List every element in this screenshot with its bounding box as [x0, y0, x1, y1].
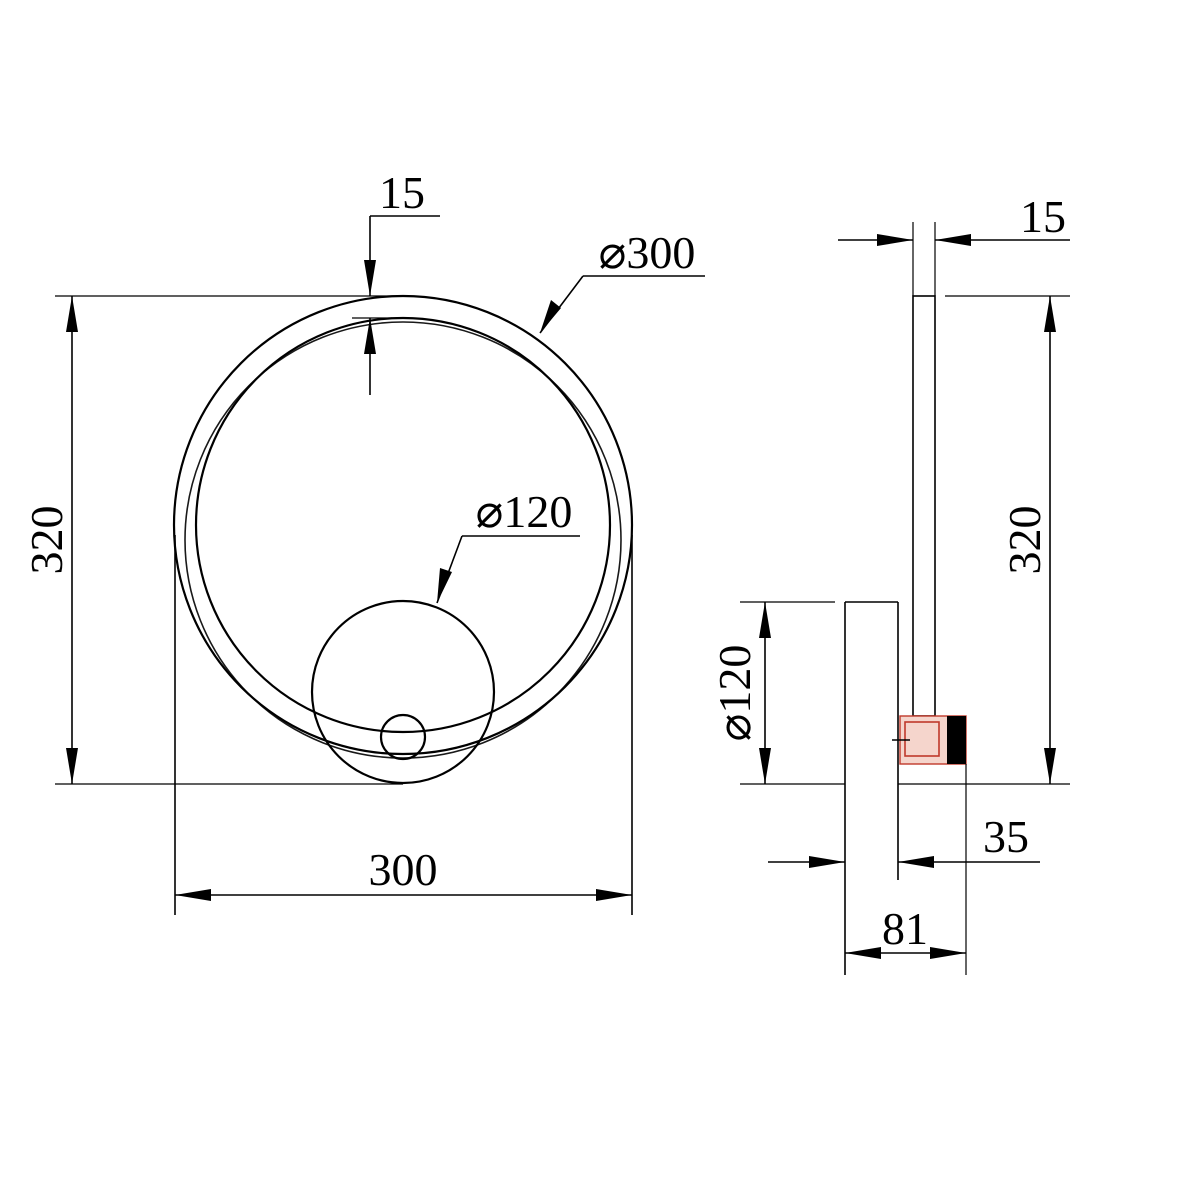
connector-circle [379, 713, 427, 761]
side-disc-diameter-label: ⌀120 [709, 645, 760, 742]
ring-diameter-arrow [540, 300, 561, 333]
side-height-label: 320 [999, 506, 1050, 575]
ring-inner-edge [194, 316, 612, 734]
side-disc-arrow-bottom [759, 748, 771, 784]
thickness-arrow-down [364, 260, 376, 296]
front-thickness-label: 15 [379, 167, 425, 218]
side-view: 15 320 ⌀120 35 81 [709, 191, 1070, 975]
ring-bar [912, 295, 936, 717]
disc-diameter-arrow [437, 568, 452, 603]
side-total-depth-label: 81 [882, 903, 928, 954]
width-arrow-left [175, 889, 211, 901]
front-disc-diameter-label: ⌀120 [476, 486, 573, 537]
ring-tube-line [184, 321, 622, 759]
mount-inner [904, 721, 940, 757]
front-width-label: 300 [369, 844, 438, 895]
depth-arrow-right [935, 234, 971, 246]
front-height-label: 320 [21, 506, 72, 575]
side-offset-label: 35 [983, 811, 1029, 862]
height-arrow-top [66, 296, 78, 332]
height-arrow-bottom [66, 748, 78, 784]
mount-block [947, 716, 966, 764]
base-disc [310, 599, 496, 785]
side-disc-arrow-top [759, 602, 771, 638]
front-view: 320 300 15 ⌀300 ⌀120 [21, 167, 705, 915]
depth-arrow-left [877, 234, 913, 246]
thickness-arrow-up [364, 318, 376, 354]
total-depth-arrow-left [845, 947, 881, 959]
side-depth-label: 15 [1020, 191, 1066, 242]
total-depth-arrow-right [930, 947, 966, 959]
width-arrow-right [596, 889, 632, 901]
front-ring-diameter-label: ⌀300 [599, 227, 696, 278]
offset-arrow-left [809, 856, 845, 868]
side-height-arrow-bottom [1044, 748, 1056, 784]
side-height-arrow-top [1044, 296, 1056, 332]
offset-arrow-right [898, 856, 934, 868]
